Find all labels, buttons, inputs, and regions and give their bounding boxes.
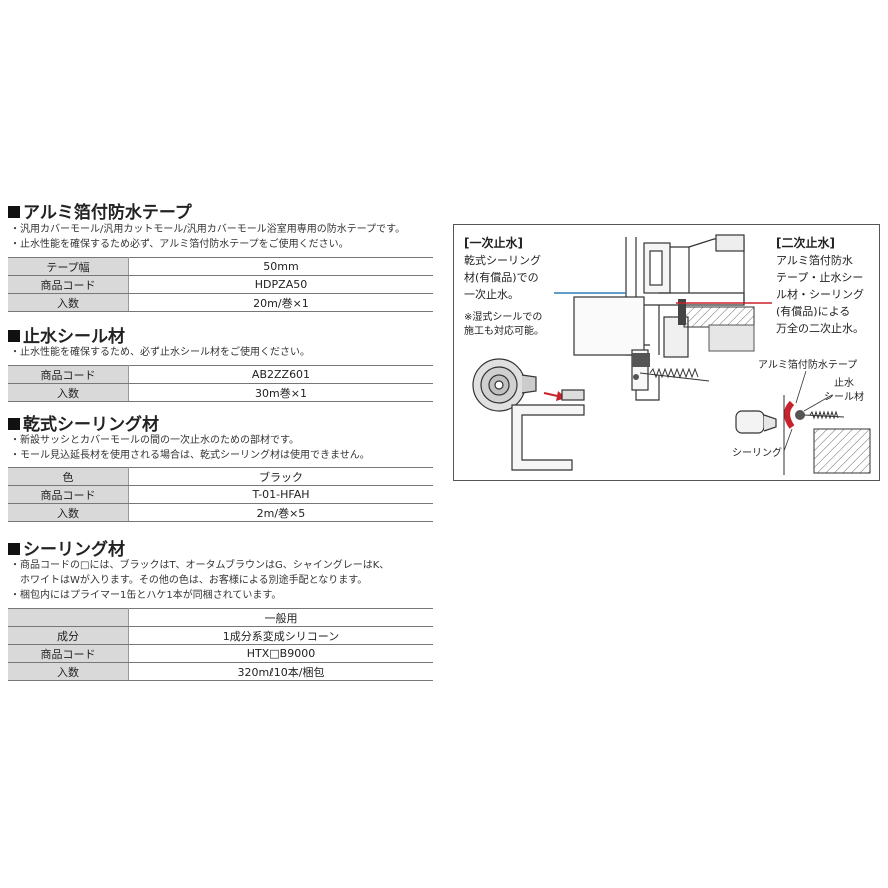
description-line: (有償品)による	[776, 305, 851, 318]
row-label: 色	[8, 467, 129, 486]
note-line: ホワイトはWが入ります。その他の色は、お客様による別途手配となります。	[10, 575, 368, 586]
primary-seal-description: 乾式シーリング 材(有償品)での 一次止水。	[464, 252, 541, 303]
note-line: ・新設サッシとカバーモールの間の一次止水のための部材です。	[10, 435, 299, 446]
row-label: 入数	[8, 383, 129, 402]
description-line: アルミ箔付防水	[776, 254, 853, 267]
sash-cross-section	[472, 234, 871, 475]
row-value: AB2ZZ601	[128, 365, 433, 384]
description-line: 乾式シーリング	[464, 254, 541, 267]
square-bullet-icon	[8, 206, 20, 218]
secondary-seal-description: アルミ箔付防水 テープ・止水シー ル材・シーリング (有償品)による 万全の二次…	[776, 252, 864, 337]
note-line: ※湿式シールでの	[464, 312, 543, 323]
row-label: 商品コード	[8, 275, 129, 294]
section-title-sealing: シーリング材	[8, 535, 125, 560]
seal-notes: ・止水性能を確保するため、必ず止水シール材をご使用ください。	[10, 345, 310, 360]
row-value: HDPZA50	[128, 275, 433, 294]
row-value: 2m/巻×5	[128, 503, 433, 522]
row-value: 320mℓ10本/梱包	[128, 662, 433, 681]
sealing-notes: ・商品コードの□には、ブラックはT、オータムブラウンはG、シャイングレーはK、 …	[10, 558, 389, 603]
dry-notes: ・新設サッシとカバーモールの間の一次止水のための部材です。 ・モール見込延長材を…	[10, 433, 370, 463]
row-label: 成分	[8, 626, 129, 645]
square-bullet-icon	[8, 543, 20, 555]
section-title-dry: 乾式シーリング材	[8, 410, 159, 435]
row-label	[8, 608, 129, 627]
row-label: 商品コード	[8, 365, 129, 384]
primary-seal-note: ※湿式シールでの 施工も対応可能。	[464, 311, 544, 339]
section-title-text: シーリング材	[23, 540, 125, 560]
section-title-text: 乾式シーリング材	[23, 415, 159, 435]
row-value: ブラック	[128, 467, 433, 486]
table-row: 一般用	[8, 608, 433, 627]
row-label: 商品コード	[8, 644, 129, 663]
section-title-seal: 止水シール材	[8, 322, 125, 347]
row-label: 入数	[8, 503, 129, 522]
description-line: 一次止水。	[464, 288, 519, 301]
section-title-tape: アルミ箔付防水テープ	[8, 198, 192, 223]
description-line: 材(有償品)での	[464, 271, 539, 284]
row-value: 一般用	[128, 608, 433, 627]
section-title-text: アルミ箔付防水テープ	[23, 203, 192, 223]
callout-line: シール材	[824, 392, 864, 403]
row-label: 商品コード	[8, 485, 129, 504]
note-line: ・梱包内にはプライマー1缶とハケ1本が同梱されています。	[10, 590, 282, 601]
description-line: ル材・シーリング	[776, 288, 864, 301]
tape-notes: ・汎用カバーモール/汎用カットモール/汎用カバーモール浴室用専用の防水テープです…	[10, 222, 405, 252]
note-line: ・モール見込延長材を使用される場合は、乾式シーリング材は使用できません。	[10, 450, 370, 461]
row-value: 30m巻×1	[128, 383, 433, 402]
callout-line: 止水	[834, 378, 854, 389]
row-value: HTX□B9000	[128, 644, 433, 663]
row-label: 入数	[8, 662, 129, 681]
installation-diagram: [一次止水] 乾式シーリング 材(有償品)での 一次止水。 ※湿式シールでの 施…	[453, 224, 880, 481]
square-bullet-icon	[8, 418, 20, 430]
sealing-callout-label: シーリング	[732, 448, 782, 459]
note-line: ・商品コードの□には、ブラックはT、オータムブラウンはG、シャイングレーはK、	[10, 560, 390, 571]
note-line: ・汎用カバーモール/汎用カットモール/汎用カバーモール浴室用専用の防水テープです…	[10, 224, 406, 235]
description-line: 万全の二次止水。	[776, 322, 864, 335]
note-line: ・止水性能を確保するため、必ず止水シール材をご使用ください。	[10, 347, 310, 358]
note-line: ・止水性能を確保するため必ず、アルミ箔付防水テープをご使用ください。	[10, 239, 349, 250]
primary-seal-title: [一次止水]	[464, 236, 523, 250]
row-label: 入数	[8, 293, 129, 312]
description-line: テープ・止水シー	[776, 271, 864, 284]
section-title-text: 止水シール材	[23, 327, 125, 347]
tape-callout-label: アルミ箔付防水テープ	[758, 360, 858, 371]
row-label: テープ幅	[8, 257, 129, 276]
row-value: 20m/巻×1	[128, 293, 433, 312]
square-bullet-icon	[8, 330, 20, 342]
row-value: 1成分系変成シリコーン	[128, 626, 433, 645]
table-row: 色ブラック	[8, 467, 433, 486]
seal-callout-label: 止水 シール材	[824, 377, 864, 405]
note-line: 施工も対応可能。	[464, 326, 544, 337]
secondary-seal-title: [二次止水]	[776, 236, 835, 250]
row-value: 50mm	[128, 257, 433, 276]
row-value: T-01-HFAH	[128, 485, 433, 504]
